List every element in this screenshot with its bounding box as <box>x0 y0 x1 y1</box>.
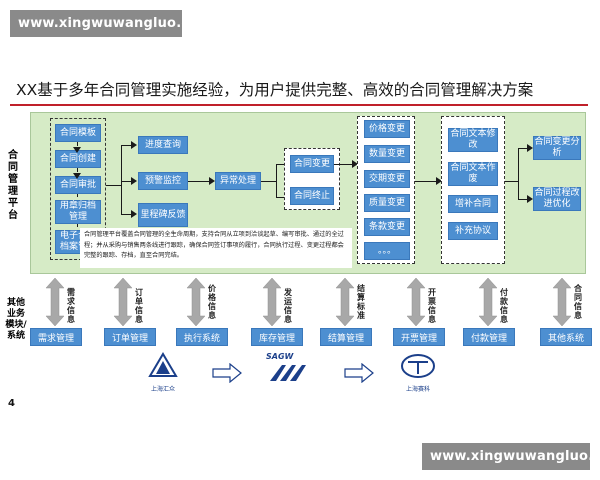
box-contract-create: 合同创建 <box>55 150 101 168</box>
system-inventory: 库存管理 <box>251 328 303 346</box>
side-label-platform: 合 同 管 理 平 台 <box>8 150 18 221</box>
arrow-head <box>527 195 533 203</box>
box-quantity-change: 数量变更 <box>364 145 410 163</box>
arrow-head <box>527 144 533 152</box>
connector <box>415 181 437 182</box>
arrow-line <box>77 168 78 172</box>
box-change-analysis: 合同变更分析 <box>533 136 581 160</box>
box-contract-template: 合同模板 <box>55 124 101 142</box>
logo-text: SAGW <box>266 352 294 361</box>
creation-group <box>50 118 106 260</box>
box-delivery-change: 交期变更 <box>364 170 410 188</box>
logo-text: 上海赛科 <box>405 386 430 393</box>
flow-arrows <box>45 277 572 327</box>
connector <box>276 197 286 198</box>
platform-description: 合同管理平台覆盖合同管理的全生命周期，支持合同从立项到洽谈起草、编写审批、通过的… <box>80 228 352 268</box>
connector <box>276 164 277 198</box>
flow-arrow <box>262 277 282 327</box>
side-label-other-modules: 其他 业务 模块/ 系统 <box>5 298 27 341</box>
flow-arrow <box>406 277 426 327</box>
box-exception-handling: 异常处理 <box>215 172 261 190</box>
flow-arrow <box>113 277 133 327</box>
box-progress-query: 进度查询 <box>138 136 188 154</box>
connector <box>121 214 132 215</box>
flow-label-shipping: 发运信息 <box>284 288 292 324</box>
outline-arrow-icon <box>212 363 242 383</box>
connector <box>518 199 528 200</box>
saike-logo-icon <box>401 354 435 378</box>
title-underline <box>10 104 588 106</box>
connector <box>334 164 354 165</box>
flow-label-settlement: 结算标准 <box>357 284 365 320</box>
flow-arrow <box>478 277 498 327</box>
box-seal-archive: 用章归档管理 <box>55 200 101 224</box>
flow-label-payment: 付款信息 <box>500 288 508 324</box>
logo-shanghai-huizhong: 上海汇众 <box>140 352 186 393</box>
connector <box>188 181 210 182</box>
huizhong-logo-icon <box>148 352 178 377</box>
flow-label-contract: 合同信息 <box>574 284 582 320</box>
arrow-head <box>436 177 442 185</box>
connector <box>106 185 122 186</box>
watermark-bottom: www.xingwuwangluo.com <box>422 443 600 470</box>
flow-label-price: 价格信息 <box>208 284 216 320</box>
connector <box>261 181 277 182</box>
flow-label-order: 订单信息 <box>135 288 143 324</box>
connector <box>518 148 519 200</box>
box-warning-monitor: 预警监控 <box>138 172 188 190</box>
logo-sagw: SAGW <box>266 352 312 390</box>
arrow-line <box>77 194 78 197</box>
flow-arrow <box>186 277 206 327</box>
box-text-void: 合同文本作废 <box>448 162 498 186</box>
connector <box>276 164 286 165</box>
arrow-head <box>131 141 137 149</box>
connector <box>121 145 122 215</box>
logo-shanghai-saike: 上海赛科 <box>398 352 438 393</box>
box-process-optimization: 合同过程改进优化 <box>533 187 581 211</box>
box-quality-change: 质量变更 <box>364 194 410 212</box>
flow-label-invoice: 开票信息 <box>428 288 436 324</box>
outline-arrow-icon <box>344 363 374 383</box>
box-contract-change: 合同变更 <box>290 155 334 173</box>
box-price-change: 价格变更 <box>364 120 410 138</box>
box-ellipsis: 。。。 <box>364 242 410 260</box>
system-payment: 付款管理 <box>463 328 515 346</box>
box-supplement-contract: 增补合同 <box>448 195 498 213</box>
system-demand: 需求管理 <box>30 328 82 346</box>
flow-arrow <box>45 277 65 327</box>
box-supplement-agreement: 补充协议 <box>448 222 498 240</box>
system-settlement: 结算管理 <box>320 328 372 346</box>
box-contract-terminate: 合同终止 <box>290 187 334 205</box>
change-type-group <box>357 116 415 264</box>
flow-arrow <box>552 277 572 327</box>
flow-label-demand: 需求信息 <box>67 288 75 324</box>
system-invoicing: 开票管理 <box>393 328 445 346</box>
box-text-modify: 合同文本修改 <box>448 128 498 152</box>
connector <box>505 181 519 182</box>
connector <box>121 145 132 146</box>
arrow-line <box>77 142 78 146</box>
arrow-head <box>73 147 81 153</box>
watermark-top: www.xingwuwangluo.com <box>10 10 212 37</box>
connector <box>121 181 132 182</box>
box-milestone-feedback: 里程碑反馈 <box>138 203 188 227</box>
description-text: 合同管理平台覆盖合同管理的全生命周期，支持合同从立项到洽谈起草、编写审批、通过的… <box>84 231 344 259</box>
arrow-head <box>352 160 358 168</box>
page-number: 4 <box>8 398 15 409</box>
system-execution: 执行系统 <box>176 328 228 346</box>
page-title: XX基于多年合同管理实施经验，为用户提供完整、高效的合同管理解决方案 <box>16 81 534 99</box>
arrow-head <box>209 177 215 185</box>
box-clause-change: 条款变更 <box>364 218 410 236</box>
arrow-head <box>131 210 137 218</box>
system-order: 订单管理 <box>104 328 156 346</box>
arrow-line <box>77 224 78 227</box>
flow-arrow <box>335 277 355 327</box>
system-other: 其他系统 <box>540 328 592 346</box>
logo-text: 上海汇众 <box>150 386 175 393</box>
connector <box>518 148 528 149</box>
arrow-head <box>131 177 137 185</box>
sagw-logo-icon <box>270 365 306 381</box>
box-contract-approval: 合同审批 <box>55 176 101 194</box>
arrow-head <box>73 173 81 179</box>
